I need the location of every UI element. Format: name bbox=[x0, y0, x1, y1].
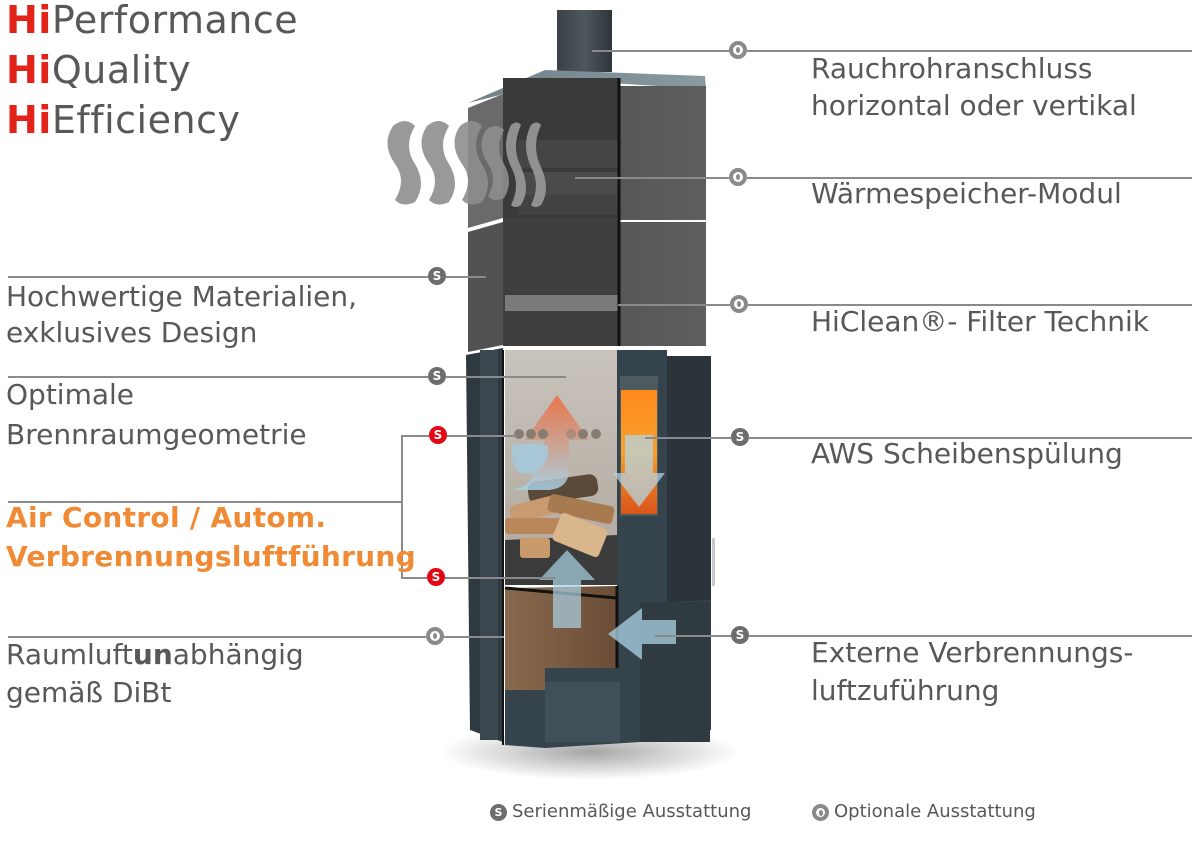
tagline-prefix: Hi bbox=[6, 0, 52, 42]
leader-line bbox=[747, 50, 1192, 52]
door-handle bbox=[712, 538, 715, 586]
tagline-performance: HiPerformance bbox=[6, 0, 298, 43]
leader-line bbox=[575, 177, 729, 179]
feature-heat-storage: Wärmespeicher-Modul bbox=[811, 177, 1122, 210]
tagline-quality: HiQuality bbox=[6, 47, 191, 93]
leader-line bbox=[447, 435, 517, 437]
tagline-prefix: Hi bbox=[6, 98, 52, 142]
leader-line bbox=[655, 635, 731, 637]
feature-geometry-line1: Optimale bbox=[6, 378, 135, 411]
feature-materials-line2: exklusives Design bbox=[6, 316, 258, 349]
leader-line bbox=[8, 501, 402, 503]
leader-line bbox=[444, 636, 504, 638]
badge-highlight: S bbox=[429, 426, 447, 444]
badge-optional bbox=[426, 627, 444, 645]
text: Raumluft bbox=[6, 638, 133, 671]
leader-line bbox=[645, 437, 731, 439]
feature-aws: AWS Scheibenspülung bbox=[811, 437, 1123, 470]
leader-line bbox=[445, 577, 555, 579]
ash-box bbox=[505, 586, 617, 690]
tagline-word: Quality bbox=[51, 48, 192, 92]
airflow-arrows bbox=[511, 395, 676, 660]
leader-line bbox=[8, 376, 428, 378]
filter-module bbox=[503, 218, 620, 346]
external-air-arrow bbox=[608, 608, 676, 660]
legend-optional-label: Optionale Ausstattung bbox=[834, 801, 1036, 822]
leader-line bbox=[8, 636, 426, 638]
text: abhängig bbox=[172, 638, 304, 671]
leader-line bbox=[446, 376, 566, 378]
tagline-prefix: Hi bbox=[6, 48, 52, 92]
tagline-word: Performance bbox=[51, 0, 299, 42]
leader-line bbox=[446, 276, 486, 278]
feature-flue-line2: horizontal oder vertikal bbox=[811, 89, 1137, 122]
tagline-word: Efficiency bbox=[51, 98, 241, 142]
feature-geometry-line2: Brennraumgeometrie bbox=[6, 418, 307, 451]
feature-air-control-line2: Verbrennungsluftführung bbox=[6, 540, 416, 573]
window-rinse-arrow bbox=[613, 435, 665, 507]
leader-line bbox=[749, 635, 1192, 637]
flue-pipe bbox=[557, 10, 612, 72]
leader-line bbox=[749, 437, 1192, 439]
leader-line bbox=[748, 304, 1192, 306]
leader-line bbox=[618, 304, 730, 306]
feature-room-air-line2: gemäß DiBt bbox=[6, 676, 172, 709]
leader-line bbox=[747, 177, 1192, 179]
tagline-efficiency: HiEfficiency bbox=[6, 97, 240, 143]
text-bold: un bbox=[132, 638, 173, 671]
feature-external-air-line2: luftzuführung bbox=[811, 674, 1000, 707]
heat-waves bbox=[387, 121, 546, 207]
badge-optional bbox=[729, 41, 747, 59]
warm-air-arrow bbox=[513, 395, 589, 490]
leader-line bbox=[8, 276, 428, 278]
bracket-line bbox=[401, 435, 403, 578]
leader-line bbox=[592, 50, 729, 52]
legend-standard-label: Serienmäßige Ausstattung bbox=[512, 801, 752, 822]
badge-standard: S bbox=[428, 267, 446, 285]
feature-materials-line1: Hochwertige Materialien, bbox=[6, 280, 358, 313]
badge-standard: S bbox=[428, 367, 446, 385]
feature-flue-line1: Rauchrohranschluss bbox=[811, 52, 1093, 85]
badge-highlight: S bbox=[427, 568, 445, 586]
badge-standard: S bbox=[731, 428, 749, 446]
badge-optional bbox=[730, 295, 748, 313]
badge-standard: S bbox=[731, 626, 749, 644]
feature-external-air-line1: Externe Verbrennungs- bbox=[811, 636, 1134, 669]
primary-air-arrow bbox=[539, 550, 595, 628]
legend-standard: S Serienmäßige Ausstattung bbox=[490, 800, 751, 824]
leader-line bbox=[401, 435, 429, 437]
feature-air-control-line1: Air Control / Autom. bbox=[6, 501, 327, 534]
legend-optional: Optionale Ausstattung bbox=[812, 800, 1036, 824]
badge-optional bbox=[812, 803, 829, 821]
leader-line bbox=[401, 577, 427, 579]
badge-standard: S bbox=[490, 803, 507, 821]
badge-optional bbox=[729, 168, 747, 186]
feature-hiclean: HiClean®- Filter Technik bbox=[811, 305, 1149, 338]
feature-room-air-line1: Raumluftunabhängig bbox=[6, 637, 304, 673]
